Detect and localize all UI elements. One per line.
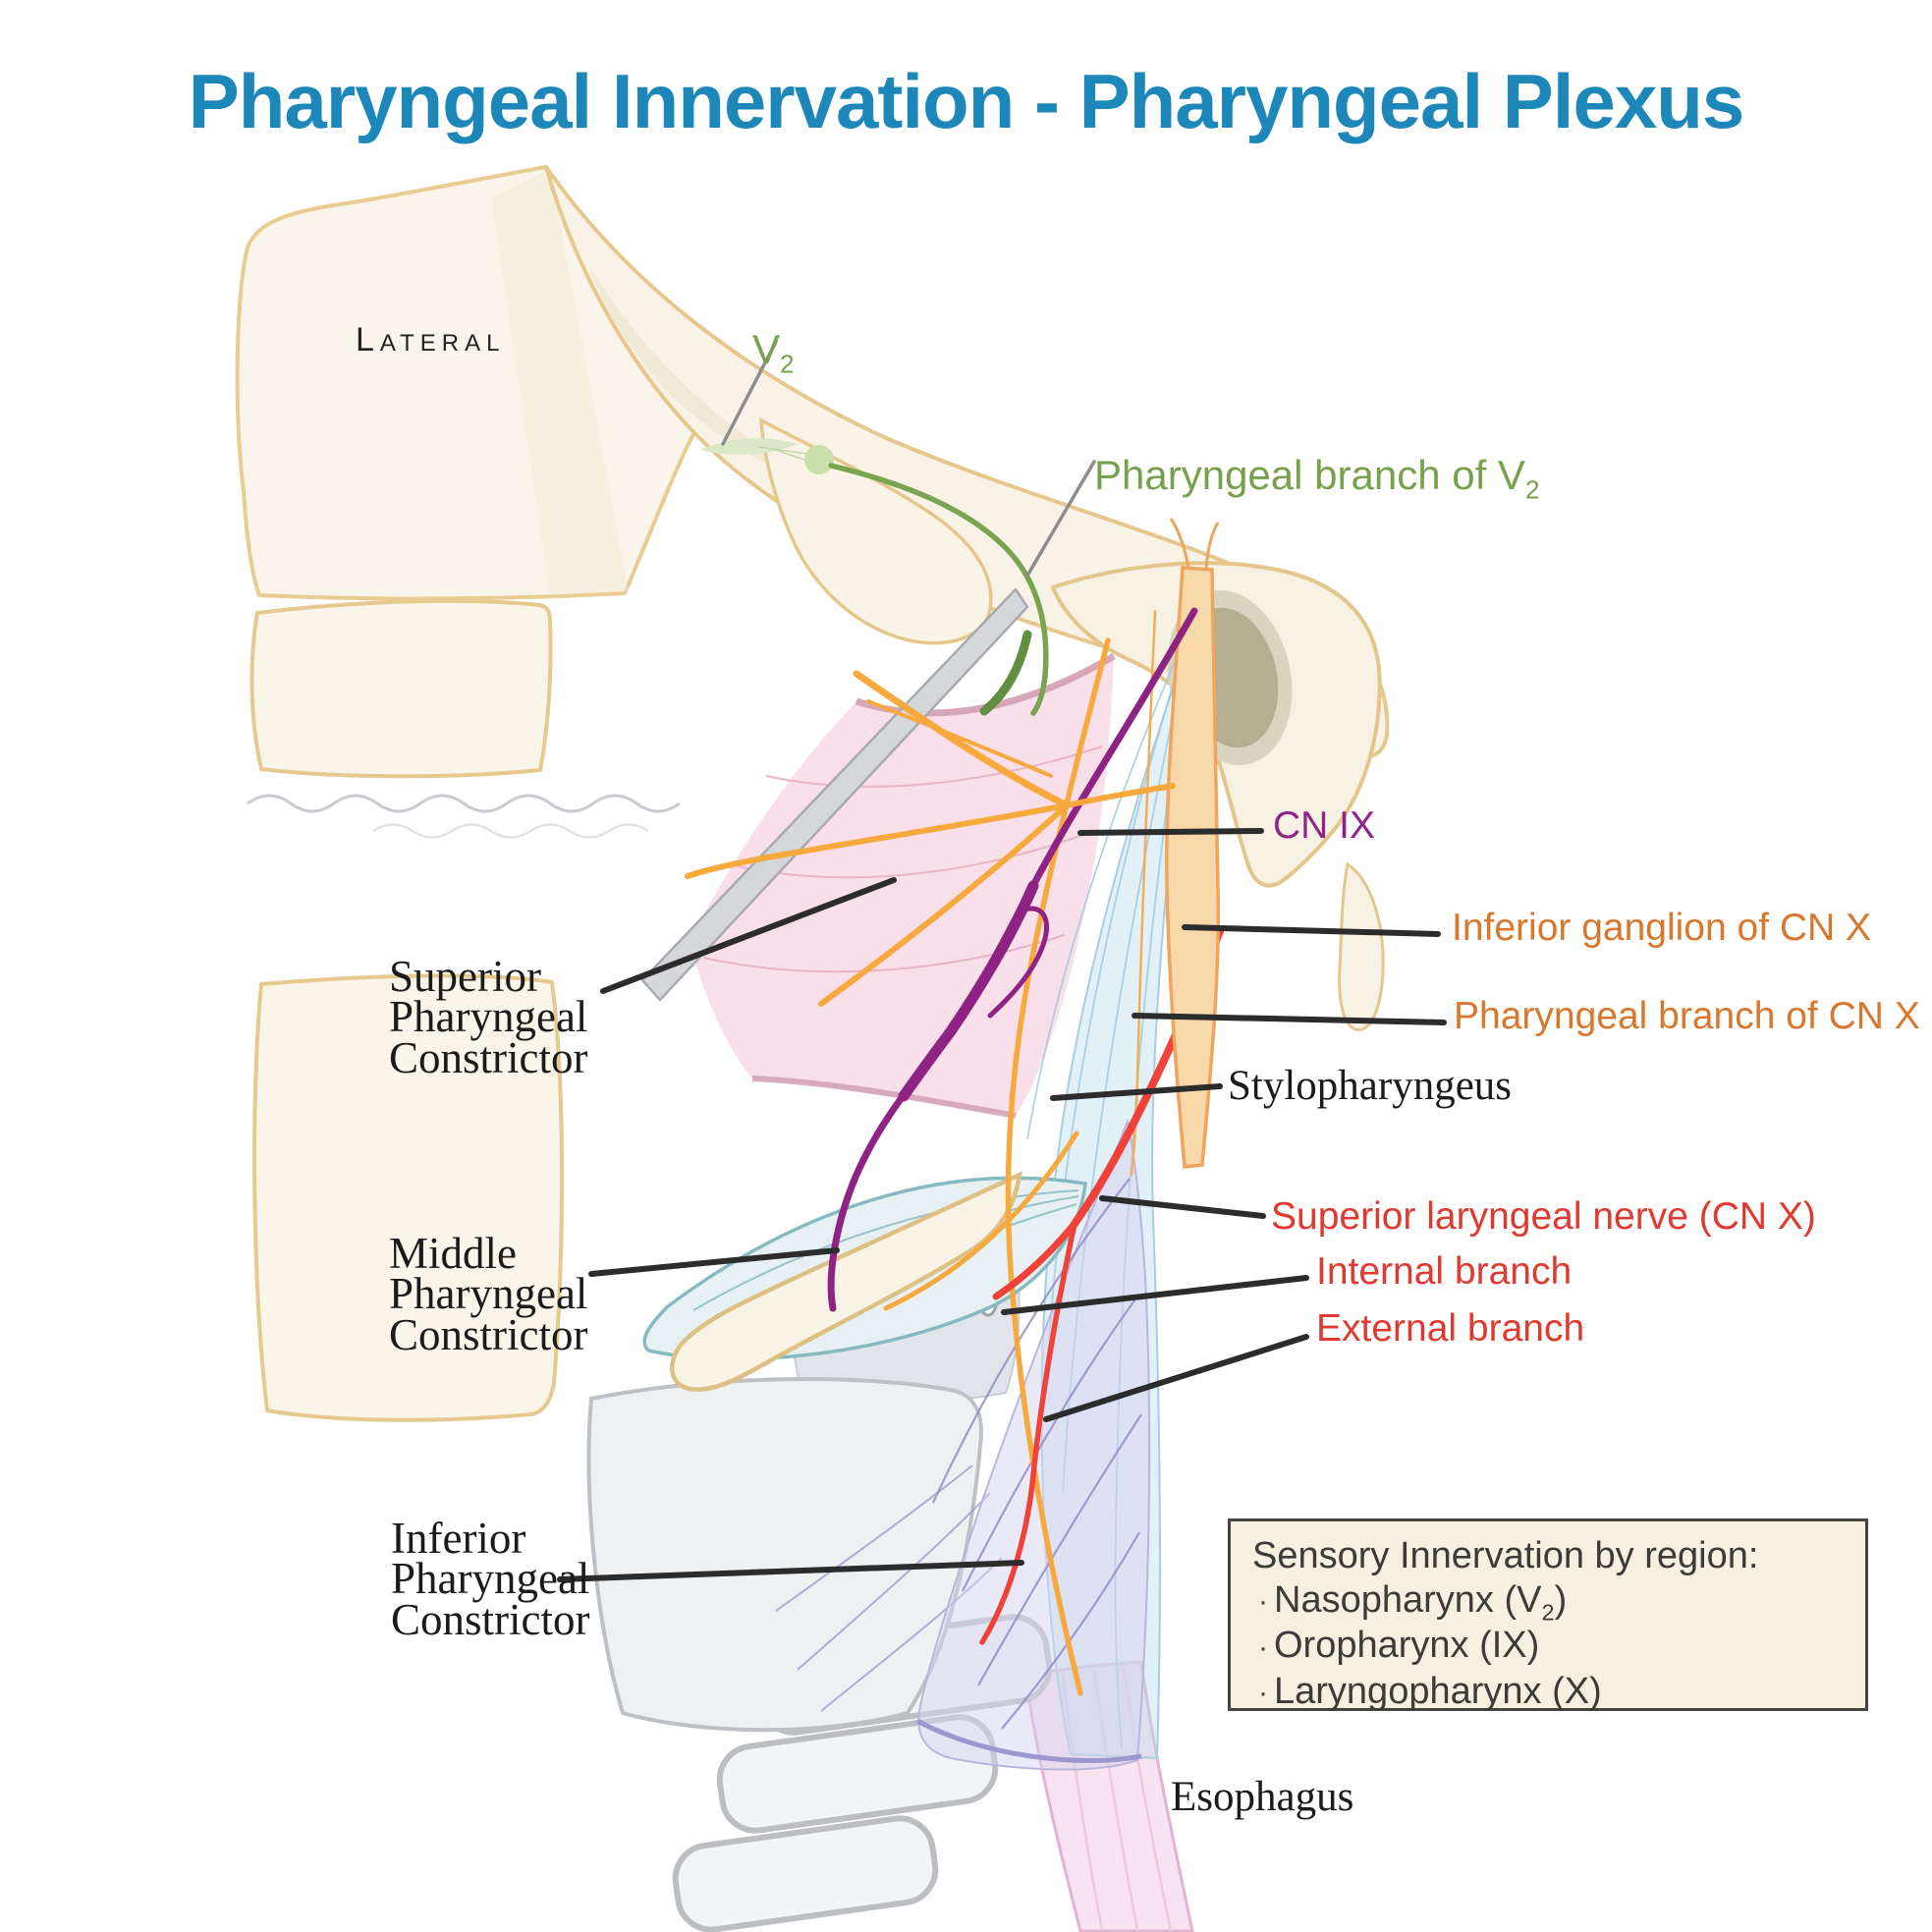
orientation-label: Lateral (356, 321, 506, 359)
pharyngeal-plexus-orange-nerves (685, 670, 1176, 1007)
bullet-icon: · (1258, 1630, 1268, 1664)
vertebral-column (247, 598, 681, 1422)
superior-constrictor-label: Superior Pharyngeal Constrictor (389, 952, 588, 1082)
sensory-innervation-legend: Sensory Innervation by region: ·Nasophar… (1228, 1518, 1868, 1712)
leader-lines (557, 340, 1447, 1582)
middle-constrictor-leader (588, 1247, 840, 1277)
pterygopalatine-ganglion (804, 445, 834, 474)
external-branch-nerve (979, 1221, 1077, 1645)
cn-ix-label: CN IX (1273, 804, 1376, 847)
superior-constrictor-leader (600, 877, 897, 994)
pharyngeal-branch-cnx-leader (1132, 1013, 1447, 1025)
inferior-constrictor-leader (557, 1560, 1024, 1582)
middle-constrictor-label: Middle Pharyngeal Constrictor (389, 1229, 588, 1359)
v2-label: V2 (752, 325, 795, 379)
styloid-process (640, 587, 1029, 1002)
esophagus-label: Esophagus (1171, 1774, 1354, 1820)
v2-leader (721, 340, 778, 446)
inferior-constrictor-label: Inferior Pharyngeal Constrictor (391, 1514, 590, 1644)
legend-item-oropharynx: ·Oropharynx (IX) (1252, 1624, 1844, 1669)
inferior-ganglion-leader (1182, 924, 1441, 937)
legend-title: Sensory Innervation by region: (1252, 1535, 1759, 1576)
cn-ix-glossopharyngeal-nerve (827, 607, 1198, 1312)
superior-laryngeal-leader (1099, 1195, 1266, 1219)
external-branch-label: External branch (1316, 1307, 1585, 1350)
pharyngeal-branch-of-vagus-nerve (1064, 783, 1176, 808)
bullet-icon: · (1258, 1585, 1268, 1619)
inferior-ganglion-label: Inferior ganglion of CN X (1452, 907, 1872, 949)
pharyngeal-branch-v2-leader (1025, 460, 1096, 578)
cn-ix-leader (1077, 828, 1264, 836)
internal-branch-label: Internal branch (1316, 1250, 1573, 1293)
stylopharyngeus-label: Stylopharyngeus (1228, 1063, 1513, 1109)
page-title: Pharyngeal Innervation - Pharyngeal Plex… (188, 58, 1745, 144)
legend-item-laryngopharynx: ·Laryngopharynx (X) (1252, 1670, 1844, 1715)
v2-maxillary-nerve-green (699, 438, 1049, 716)
bullet-icon: · (1258, 1677, 1268, 1710)
pharyngeal-branch-cnx-label: Pharyngeal branch of CN X (1454, 995, 1920, 1037)
legend-item-nasopharynx: ·Nasopharynx (V2) (1252, 1578, 1844, 1624)
superior-laryngeal-label: Superior laryngeal nerve (CN X) (1271, 1195, 1816, 1238)
hyoid-bone (669, 1171, 1022, 1392)
external-branch-leader (1043, 1334, 1309, 1422)
pharyngeal-branch-v2-label: Pharyngeal branch of V2 (1094, 451, 1540, 505)
internal-branch-leader (1001, 1275, 1309, 1315)
internal-branch-nerve (992, 1220, 1078, 1300)
stylopharyngeus-leader (1050, 1083, 1223, 1101)
